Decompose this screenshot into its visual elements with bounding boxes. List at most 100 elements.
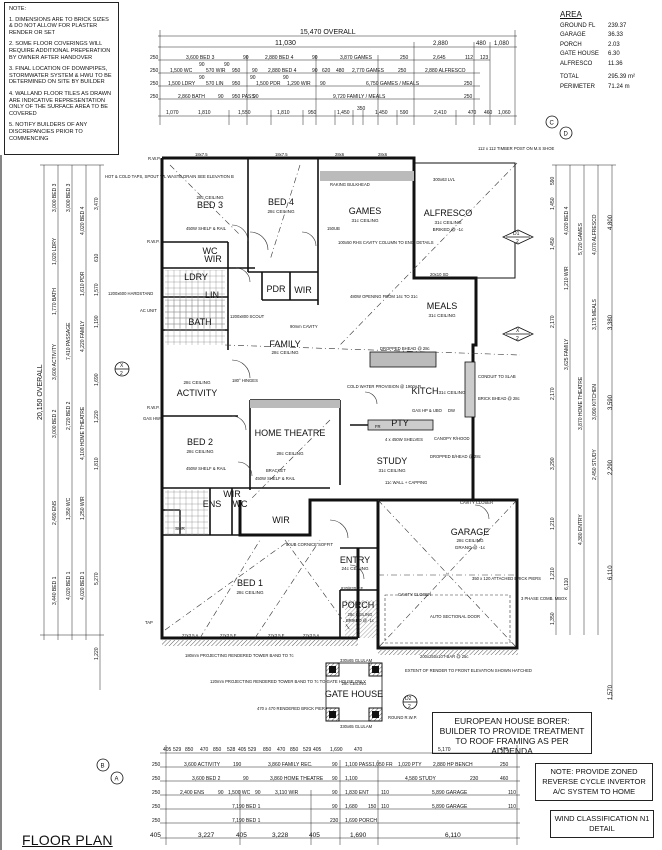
svg-text:X: X — [120, 363, 124, 369]
dim: 1,810 — [277, 110, 290, 116]
dim: 90 — [253, 94, 259, 100]
dim: 480 — [336, 68, 345, 74]
dim: 110 — [508, 804, 516, 810]
dim: 1,100 PASS — [345, 762, 373, 768]
room-ldry: LDRY — [184, 272, 208, 282]
area-label: ALFRESCO — [560, 60, 593, 67]
dim: 9,720 FAMILY / MEALS — [333, 94, 386, 100]
area-total-label: TOTAL — [560, 74, 579, 80]
section-marker-d1: D1 2 — [502, 229, 534, 245]
room-kitch: KITCH — [412, 386, 439, 396]
note-cavity-closer: CAVITY CLOSER — [460, 500, 493, 505]
dim: 529 — [303, 747, 312, 753]
note-gas-hp: GAS HP & UBO — [412, 408, 443, 413]
ceiling-extra: BRIKED @ -1c — [346, 618, 374, 623]
dim: 250 — [152, 762, 161, 768]
area-label: GATE HOUSE — [560, 51, 599, 57]
note-round-rwp: ROUND R.W.P. — [388, 715, 417, 720]
dim: 1,020 LDRY — [52, 237, 58, 265]
ceiling-extra: GRANO @ -1c — [455, 545, 486, 550]
dim: 250 — [150, 55, 159, 61]
dim: 7,190 BED 1 — [232, 804, 261, 810]
dim: 112 — [465, 55, 473, 61]
dim: 1,450 — [550, 237, 556, 250]
dim: 470 — [200, 747, 209, 753]
note-item: 3. FINAL LOCATION OF DOWNPIPES, STORMWAT… — [9, 66, 112, 86]
ac-note-box: NOTE: PROVIDE ZONED REVERSE CYCLE INVERT… — [535, 763, 653, 801]
dim: 90 — [320, 81, 326, 87]
dim: 1,810 — [198, 110, 211, 116]
window-size: 22x3.5 F — [268, 633, 285, 638]
area-total-value: 295.39 m² — [608, 74, 636, 80]
note-shelf-rail: 450W SHELF & RAIL — [255, 476, 296, 481]
dim: 470 — [468, 110, 477, 116]
dim: 950 PASS — [232, 94, 255, 100]
room-labels: BED 3 28c CEILING BED 4 28c CEILING GAME… — [175, 195, 489, 699]
dim: 2,880 BED 4 — [268, 68, 297, 74]
room-pty: PTY — [391, 418, 409, 428]
dim: 3,090 KITCHEN — [592, 384, 598, 420]
dim: 5,890 GARAGE — [432, 804, 468, 810]
note-rwp: R.W.P. — [147, 239, 160, 244]
dim: 950 — [308, 110, 317, 116]
area-value: 2.03 — [608, 41, 620, 48]
dim: 405 — [313, 747, 322, 753]
dim: 350 — [357, 106, 366, 112]
dim: 1,210 — [550, 567, 556, 580]
dim: 1,210 — [550, 517, 556, 530]
dim: 2,490 ENS — [52, 500, 58, 525]
ceiling-label: 28c CEILING — [348, 612, 373, 617]
dim: 90 — [252, 68, 258, 74]
borer-note-text: EUROPEAN HOUSE BORER: BUILDER TO PROVIDE… — [439, 716, 585, 756]
alfresco-outline — [414, 162, 516, 279]
top-dimension-lines — [158, 30, 517, 125]
gate-house — [325, 662, 383, 722]
tower-band-hatch — [162, 640, 358, 646]
dim: 3,600 BED 2 — [192, 776, 221, 782]
left-dimension-text: 20,150 OVERALL 3,000 BED 3 1,020 LDRY 1,… — [37, 183, 100, 660]
room-meals: MEALS — [427, 301, 458, 311]
area-label: GARAGE — [560, 32, 586, 38]
dim: 1,500 WC — [170, 68, 193, 74]
annotations: HOT & COLD TAPS, SPOUT WL WASTE DRAIN SE… — [105, 146, 567, 729]
dim: 1,220 — [94, 647, 100, 660]
dim: 250 — [400, 55, 409, 61]
svg-text:C: C — [550, 121, 555, 127]
dim: 1,680 — [345, 804, 358, 810]
area-value: 239.37 — [608, 22, 627, 29]
dim: 1,450 — [550, 197, 556, 210]
ceiling-label: 28c CEILING — [183, 380, 210, 385]
borer-note-box: EUROPEAN HOUSE BORER: BUILDER TO PROVIDE… — [432, 712, 592, 756]
dim: 480 — [476, 41, 487, 47]
note-shelves: 4 x 450W SHELVES — [385, 437, 423, 442]
dim: 6,110 — [445, 832, 461, 839]
room-wir-bed2: WIR — [223, 489, 241, 499]
room-wir-bed4: WIR — [294, 285, 312, 295]
dim: 190 — [233, 762, 242, 768]
note-tower-band-gate: 120mm PROJECTING RENDERED TOWER BAND TO … — [210, 679, 366, 684]
window-size: 22x3.5 A — [182, 633, 199, 638]
dim: 4,100 HOME THEATRE — [80, 406, 86, 460]
dim: 2,880 HP BENCH — [433, 762, 473, 768]
bottom-dimension-text: 405 529 850 470 850 528 405 529 850 470 … — [150, 747, 516, 839]
dim: 3,590 — [608, 394, 614, 410]
dim: 250 — [152, 790, 161, 796]
note-conduit: CONDUIT TO SLAB — [478, 374, 516, 379]
dim: 110 — [508, 790, 516, 796]
ceiling-label: 28c CEILING — [456, 538, 483, 543]
dim: 3,870 HOME THEATRE — [578, 376, 584, 430]
room-wc: WC — [203, 246, 218, 256]
dim: 3,290 — [550, 457, 556, 470]
dim: 1,210 WIR — [564, 266, 570, 290]
room-porch: PORCH — [342, 600, 375, 610]
note-fr: FR — [375, 424, 381, 429]
overall-height: 20,150 OVERALL — [37, 364, 44, 420]
dim: 3,228 — [272, 832, 289, 839]
notes-title: NOTE: — [9, 6, 27, 12]
svg-text:2: 2 — [408, 704, 411, 710]
dim: 3,000 BED 2 — [52, 409, 58, 438]
ceiling-label: 28c CEILING — [267, 209, 294, 214]
dim: 7,190 BED 1 — [232, 818, 261, 824]
window-size: 28x6 — [378, 152, 388, 157]
dim: 90 — [283, 75, 289, 81]
